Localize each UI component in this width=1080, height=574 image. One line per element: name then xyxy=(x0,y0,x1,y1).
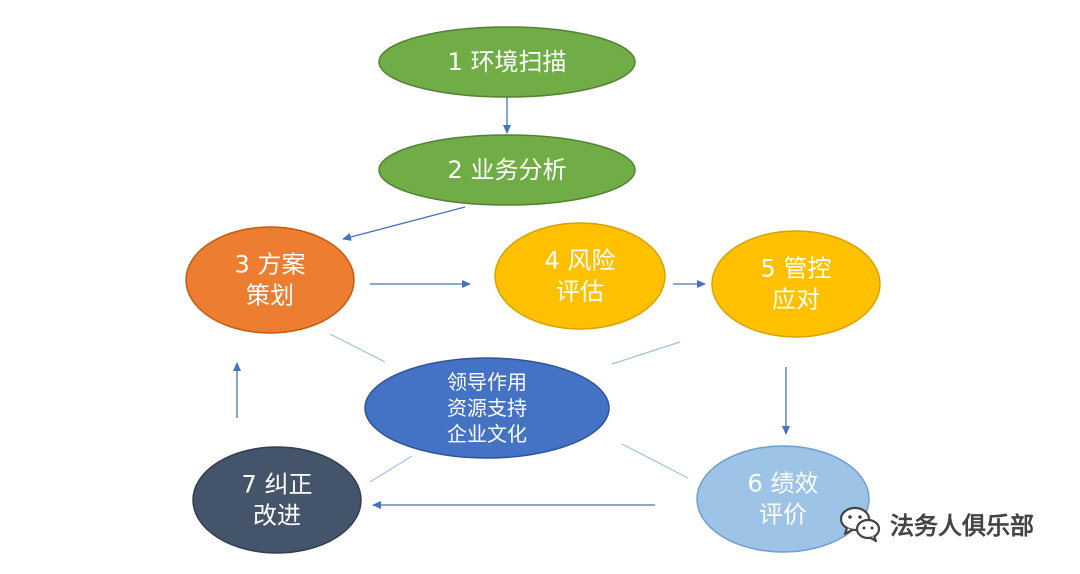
connector-center-plan xyxy=(329,333,386,363)
node-plan-label: 3 方案 xyxy=(235,251,306,279)
node-risk-shape xyxy=(494,222,666,330)
arrow-2-to-3 xyxy=(342,206,466,241)
node-env-scan-label: 1 环境扫描 xyxy=(448,48,567,76)
node-perf-label: 评价 xyxy=(759,501,807,529)
node-plan-shape xyxy=(185,226,355,334)
connector-center-control xyxy=(611,341,681,365)
node-center-shape xyxy=(364,357,610,459)
node-correct-shape xyxy=(192,446,362,554)
node-control-label: 应对 xyxy=(772,286,820,314)
node-correct-label: 7 纠正 xyxy=(242,471,313,499)
node-center-label: 企业文化 xyxy=(447,422,527,446)
node-biz-shape xyxy=(378,134,636,206)
node-control-shape xyxy=(711,230,881,338)
node-center-label: 领导作用 xyxy=(447,370,527,394)
node-env-scan-shape xyxy=(378,26,636,98)
node-center-label: 资源支持 xyxy=(447,396,527,420)
node-perf-label: 6 绩效 xyxy=(748,470,819,498)
node-perf-shape xyxy=(696,445,870,553)
node-risk-label: 4 风险 xyxy=(545,247,616,275)
node-correct-label: 改进 xyxy=(253,502,301,530)
connector-center-correct xyxy=(369,455,413,483)
wechat-icon xyxy=(839,506,881,543)
watermark: 法务人俱乐部 xyxy=(838,503,1034,543)
connector-center-perf xyxy=(621,443,689,479)
node-biz-label: 2 业务分析 xyxy=(448,156,567,184)
node-risk-label: 评估 xyxy=(556,278,604,306)
node-control-label: 5 管控 xyxy=(761,255,832,283)
node-plan-label: 策划 xyxy=(246,282,294,310)
watermark-text: 法务人俱乐部 xyxy=(890,511,1034,540)
node-env-scan: 1 环境扫描 xyxy=(378,26,636,98)
node-biz: 2 业务分析 xyxy=(378,134,636,206)
